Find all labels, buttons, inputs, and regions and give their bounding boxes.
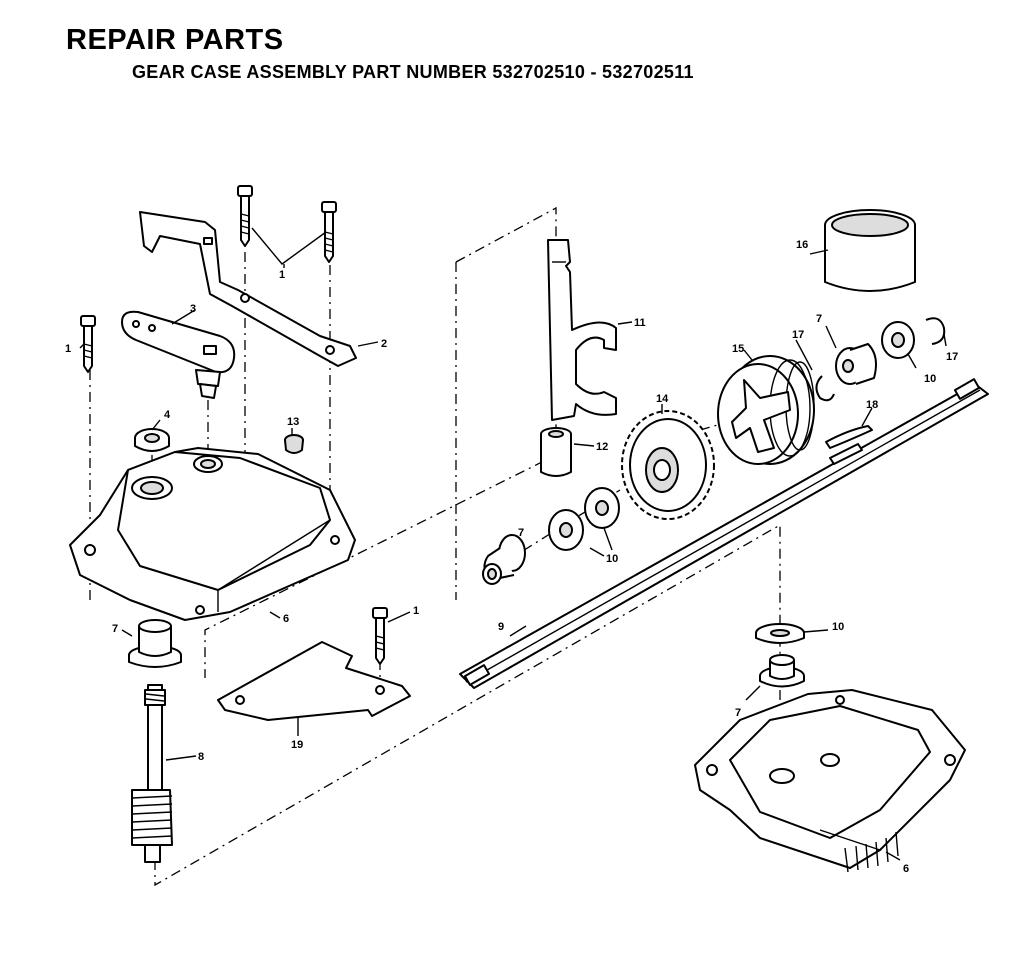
part-10-washer-a <box>548 509 584 551</box>
part-17-snap-ring-a <box>815 375 835 402</box>
part-17-snap-ring-b <box>925 317 946 345</box>
part-6-upper-housing <box>69 447 356 621</box>
callout-17: 17 <box>792 329 804 341</box>
part-16-sleeve <box>824 209 916 292</box>
callout-13: 13 <box>287 416 299 428</box>
callout-1: 1 <box>413 605 419 617</box>
part-7-bushing-lower <box>759 654 805 688</box>
callout-14: 14 <box>656 393 669 405</box>
part-10-washer-c <box>881 321 915 359</box>
callout-19: 19 <box>291 739 303 751</box>
callout-17: 17 <box>946 351 958 363</box>
part-8-worm-shaft <box>131 684 173 863</box>
callout-7: 7 <box>735 707 741 719</box>
callout-15: 15 <box>732 343 744 355</box>
part-1-bolt-b <box>321 201 337 263</box>
part-10-washer-d <box>755 623 805 644</box>
part-19-plate <box>217 641 411 721</box>
part-15-pulley <box>717 355 815 465</box>
part-11-shift-fork <box>547 239 617 421</box>
part-9-shaft <box>459 378 989 689</box>
part-1-bolt-c <box>80 315 96 373</box>
part-3-shift-arm <box>121 310 236 399</box>
callout-4: 4 <box>164 409 171 421</box>
callout-labels: 1 1 1 2 3 4 6 6 7 7 7 7 8 9 10 10 10 11 … <box>65 239 958 875</box>
callout-10: 10 <box>606 553 618 565</box>
part-7-bushing-left <box>128 619 182 668</box>
callout-10: 10 <box>832 621 844 633</box>
part-7-bushing-right <box>835 343 877 385</box>
page-title: REPAIR PARTS <box>66 24 284 56</box>
callout-7: 7 <box>112 623 118 635</box>
part-4-washer <box>134 428 170 452</box>
callout-1: 1 <box>279 269 285 281</box>
callout-3: 3 <box>190 303 196 315</box>
callout-10: 10 <box>924 373 936 385</box>
callout-9: 9 <box>498 621 504 633</box>
part-10-washer-b <box>584 487 620 529</box>
part-7-bushing-mid <box>482 534 526 585</box>
callout-12: 12 <box>596 441 608 453</box>
callout-6: 6 <box>903 863 909 875</box>
callout-16: 16 <box>796 239 808 251</box>
callout-18: 18 <box>866 399 878 411</box>
callout-8: 8 <box>198 751 204 763</box>
assembly-subtitle: GEAR CASE ASSEMBLY PART NUMBER 532702510… <box>132 62 694 82</box>
callout-2: 2 <box>381 338 387 350</box>
part-1-bolt-d <box>372 607 388 665</box>
callout-11: 11 <box>634 317 646 329</box>
part-2-bracket <box>139 211 357 367</box>
part-18-key <box>825 425 873 449</box>
leader-lines <box>79 249 947 861</box>
callout-7: 7 <box>816 313 822 325</box>
part-1-bolt-a <box>237 185 253 247</box>
callout-1: 1 <box>65 343 71 355</box>
part-12-collar <box>540 427 572 477</box>
part-6-lower-housing <box>694 689 966 873</box>
callout-7: 7 <box>518 527 524 539</box>
part-14-gear <box>621 410 715 520</box>
callout-6: 6 <box>283 613 289 625</box>
